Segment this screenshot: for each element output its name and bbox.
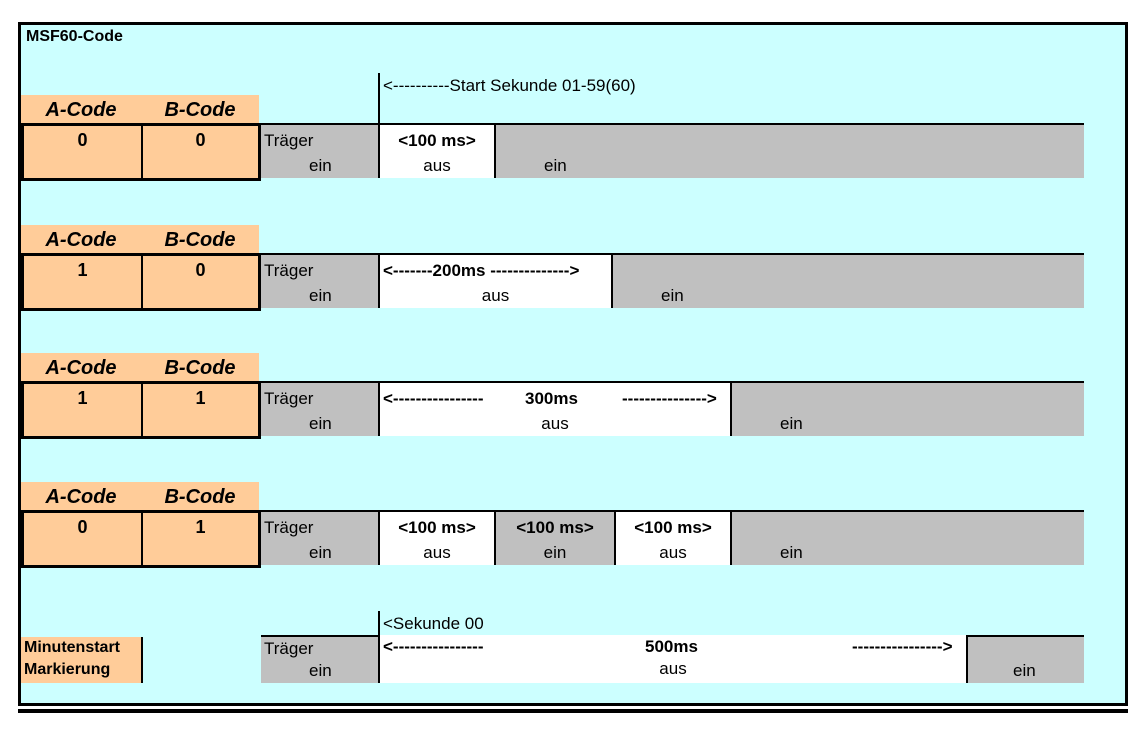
ein-label: ein <box>780 414 803 433</box>
b-code-value: 1 <box>143 513 258 538</box>
header-a-code: A-Code <box>21 95 141 125</box>
carrier-on-segment: Träger ein <box>261 381 378 436</box>
header-b-code: B-Code <box>141 353 259 383</box>
code-divider <box>141 384 143 436</box>
ein-label: ein <box>661 286 684 305</box>
a-code-value: 1 <box>24 384 141 409</box>
carrier-off-segment: <100 ms> aus <box>378 510 496 565</box>
traeger-label: Träger <box>264 518 314 537</box>
duration-arrow-left: <---------------- <box>383 389 484 408</box>
traeger-label: Träger <box>264 639 314 658</box>
duration-arrow-right: ---------------> <box>622 389 717 408</box>
carrier-on-segment: ein <box>496 123 1084 178</box>
duration-label: <100 ms> <box>634 518 712 537</box>
duration-label: 300ms <box>525 389 578 408</box>
diagram-title: MSF60-Code <box>26 28 123 45</box>
b-code-value: 0 <box>143 256 258 281</box>
carrier-on-segment: Träger ein <box>261 253 378 308</box>
start-marker-line <box>378 73 380 125</box>
carrier-on-segment: Träger ein <box>261 123 378 178</box>
header-a-code: A-Code <box>21 353 141 383</box>
ein-label: ein <box>309 156 332 175</box>
code-divider <box>141 256 143 308</box>
header-a-code: A-Code <box>21 225 141 255</box>
traeger-label: Träger <box>264 389 314 408</box>
aus-label: aus <box>481 286 510 305</box>
header-a-code: A-Code <box>21 482 141 512</box>
start-note: <----------Start Sekunde 01-59(60) <box>383 76 636 95</box>
carrier-on-segment: ein <box>968 635 1084 683</box>
traeger-label: Träger <box>264 261 314 280</box>
minute-label-box: Minutenstart Markierung <box>21 637 143 683</box>
b-code-value: 1 <box>143 384 258 409</box>
aus-label: aus <box>659 543 687 562</box>
ein-label: ein <box>543 543 567 562</box>
duration-label: <100 ms> <box>398 518 476 537</box>
b-code-value: 0 <box>143 126 258 151</box>
frame-bottom-rule <box>18 709 1128 713</box>
code-divider <box>141 126 143 178</box>
duration-arrow-right: ----------------> <box>852 637 953 656</box>
carrier-on-segment: Träger ein <box>261 510 378 565</box>
ein-label: ein <box>544 156 567 175</box>
minute-marker-line <box>378 611 380 637</box>
carrier-on-segment: ein <box>732 510 1084 565</box>
carrier-off-segment: <---------------- 500ms ----------------… <box>378 635 968 683</box>
code-divider <box>141 513 143 565</box>
traeger-label: Träger <box>264 131 314 150</box>
carrier-on-segment: ein <box>732 381 1084 436</box>
ein-label: ein <box>1013 661 1036 680</box>
aus-label: aus <box>423 156 451 175</box>
duration-label: <100 ms> <box>516 518 594 537</box>
aus-label: aus <box>423 543 451 562</box>
duration-label: <-------200ms --------------> <box>383 261 580 280</box>
aus-label: aus <box>541 414 569 433</box>
header-b-code: B-Code <box>141 225 259 255</box>
ein-label: ein <box>309 661 332 680</box>
carrier-on-segment: Träger ein <box>261 635 378 683</box>
header-b-code: B-Code <box>141 482 259 512</box>
minute-label-line2: Markierung <box>24 661 111 678</box>
carrier-off-segment: <-------200ms --------------> aus <box>378 253 613 308</box>
a-code-value: 0 <box>24 513 141 538</box>
ein-label: ein <box>309 286 332 305</box>
diagram-frame: MSF60-Code <----------Start Sekunde 01-5… <box>18 22 1128 706</box>
minute-note: <Sekunde 00 <box>383 614 484 633</box>
a-code-value: 1 <box>24 256 141 281</box>
minute-label-line1: Minutenstart <box>24 639 120 656</box>
aus-label: aus <box>659 659 687 678</box>
duration-arrow-left: <---------------- <box>383 637 484 656</box>
carrier-off-segment: <100 ms> aus <box>614 510 732 565</box>
a-code-value: 0 <box>24 126 141 151</box>
carrier-off-segment: <100 ms> aus <box>378 123 496 178</box>
duration-label: 500ms <box>645 637 698 656</box>
duration-label: <100 ms> <box>398 131 476 150</box>
carrier-on-segment: ein <box>613 253 1084 308</box>
ein-label: ein <box>309 414 332 433</box>
ein-label: ein <box>780 543 803 562</box>
header-b-code: B-Code <box>141 95 259 125</box>
carrier-off-segment: <---------------- 300ms --------------->… <box>378 381 732 436</box>
carrier-on-segment: <100 ms> ein <box>496 510 614 565</box>
ein-label: ein <box>309 543 332 562</box>
